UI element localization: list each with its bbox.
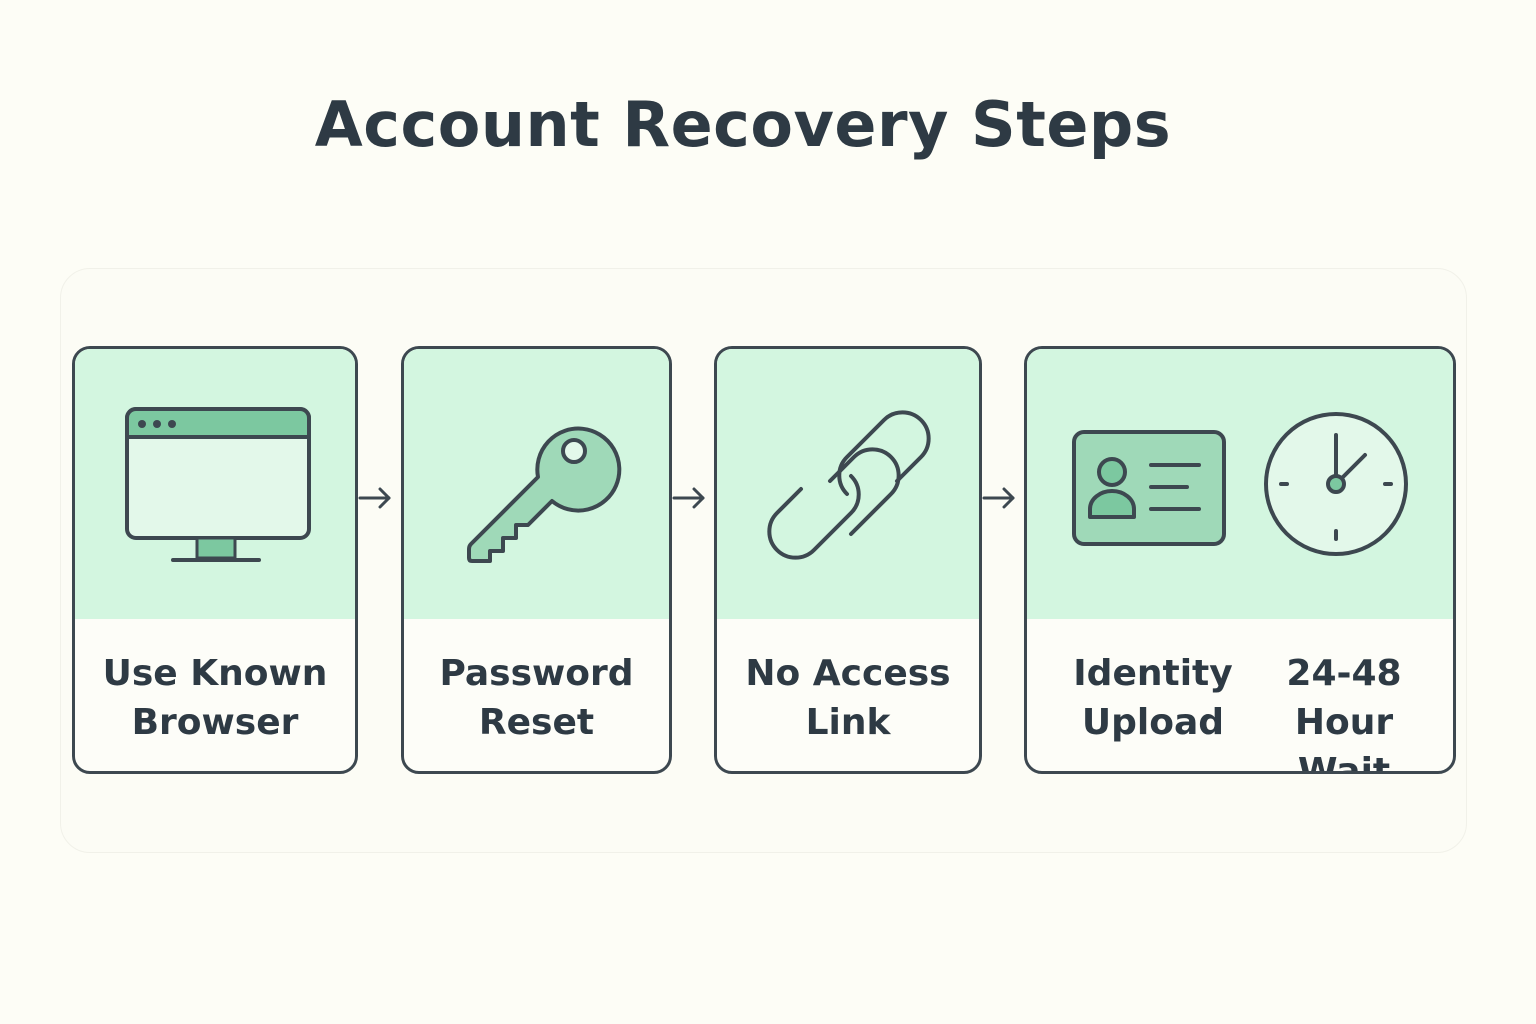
clock-icon xyxy=(1264,412,1408,556)
step-label: No Access Link xyxy=(745,653,951,743)
arrow-right-icon xyxy=(982,487,1015,509)
arrow-right-icon xyxy=(358,487,391,509)
arrow-right-icon xyxy=(672,487,705,509)
step-label: Password Reset xyxy=(439,653,634,743)
browser-window-icon xyxy=(125,407,311,562)
step-card-known-browser: Use Known Browser xyxy=(72,346,358,774)
card-icon-area xyxy=(717,349,979,619)
key-icon xyxy=(467,426,622,563)
chain-link-icon xyxy=(767,410,931,560)
step-card-no-access-link: No Access Link xyxy=(714,346,982,774)
step-label-wait: 24-48 Hour Wait xyxy=(1286,653,1402,774)
page-title: Account Recovery Steps xyxy=(314,88,1172,161)
id-card-icon xyxy=(1072,430,1226,546)
step-card-password-reset: Password Reset xyxy=(401,346,672,774)
step-card-identity-upload: Identity Upload 24-48 Hour Wait xyxy=(1024,346,1456,774)
step-label: Identity Upload xyxy=(1073,653,1233,743)
step-label: Use Known Browser xyxy=(102,653,328,743)
